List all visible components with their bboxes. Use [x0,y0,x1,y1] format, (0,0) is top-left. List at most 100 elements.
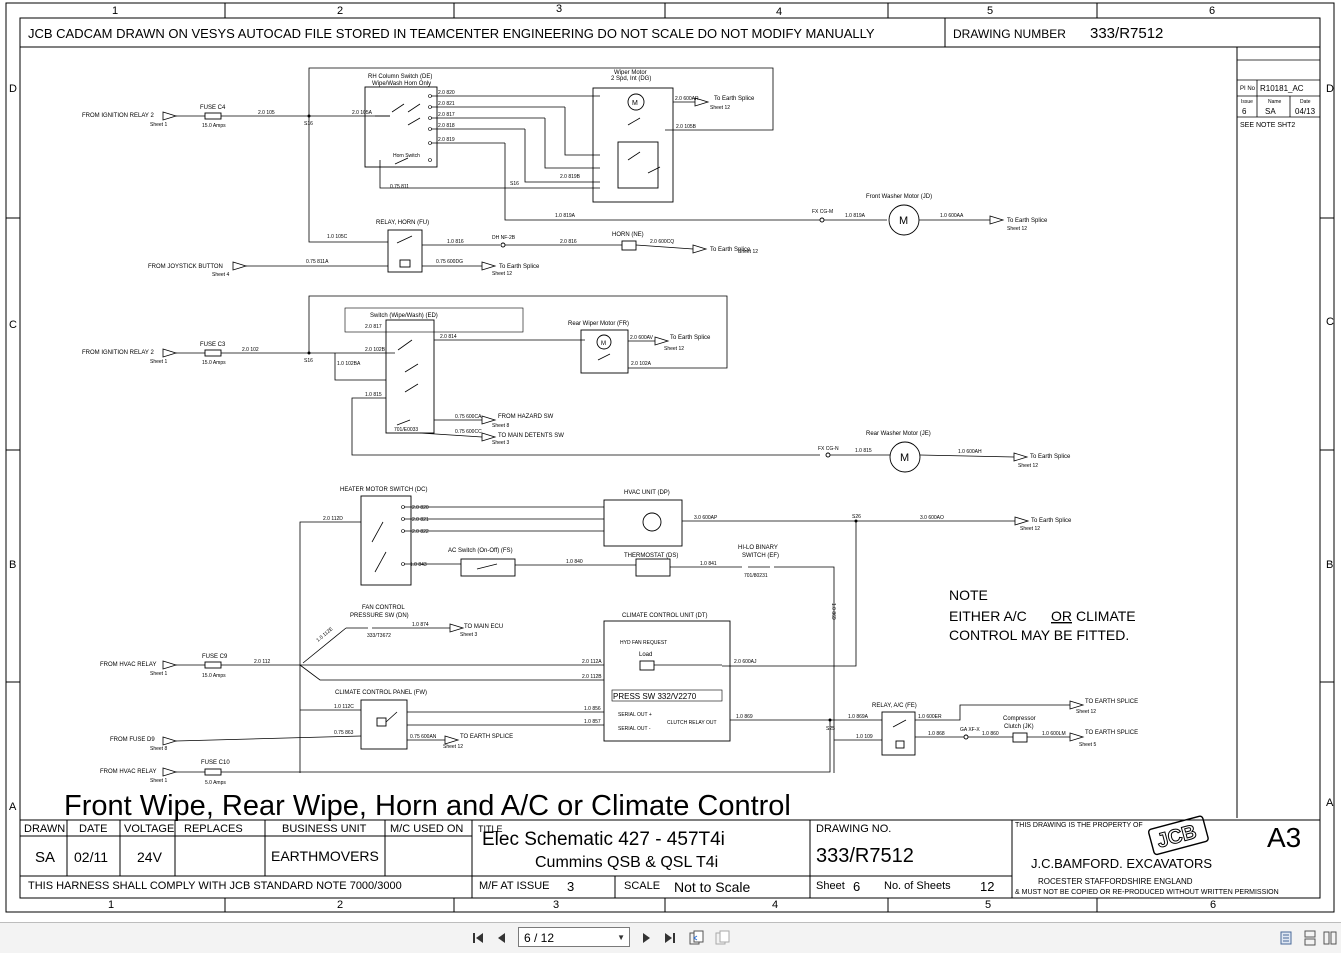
fan-control-label-2: PRESSURE SW (DN) [350,613,409,619]
w-1-0-815b-label: 1.0 815 [855,448,872,454]
w-2-0-102-label: 2.0 102 [242,347,259,353]
diagram-title: Front Wipe, Rear Wipe, Horn and A/C or C… [64,790,791,822]
w-2-0-105b-label: 2.0 105B [676,124,697,130]
sheet12-4-label: Sheet 12 [492,271,512,277]
part-701-e0033: 701/E0033 [394,427,418,433]
date-value: 04/13 [1295,107,1316,116]
col-label-top-6: 6 [1209,5,1215,17]
to-earth-splice-4: To Earth Splice [499,264,540,270]
note-line2: CONTROL MAY BE FITTED. [949,627,1129,643]
s-b-label: S16 [510,181,519,187]
s-d-label: S26 [852,514,861,520]
fuse-c10-icon [204,768,222,776]
copy-notice-label: & MUST NOT BE COPIED OR RE-PRODUCED WITH… [1015,889,1279,896]
w-1-0-868-label: 1.0 868 [928,731,945,737]
note-line1-a: EITHER A/C [949,608,1027,624]
w-2-0-600aj-label: 2.0 600AJ [734,659,757,665]
go-forward-view-button[interactable] [712,928,732,948]
sheet12-7-label: Sheet 12 [1020,526,1040,532]
fuse-c9-label: FUSE C9 [202,654,228,660]
wiper-motor-label-1: Wiper Motor [614,70,647,76]
from-hvac-relay-a: FROM HVAC RELAY [100,662,156,668]
w-0-75-600dg-label: 0.75 600DG [436,259,463,265]
w-1-0-869a-label: 1.0 869A [848,714,869,720]
from-hvac-relay-b: FROM HVAC RELAY [100,769,156,775]
row-label-right-a: A [1326,797,1334,809]
facing-view-button[interactable] [1322,928,1338,948]
wiper-motor-label-2: 2 Spd, Int (DG) [611,76,651,82]
w-2-0-102b-label: 2.0 102B [365,347,386,353]
w-2-0-102a-label: 2.0 102A [631,361,652,367]
relay-horn-label: RELAY, HORN (FU) [376,220,429,226]
sheet3b-label: Sheet 3 [460,632,477,638]
w-2-0-112a-label: 2.0 112A [582,659,602,665]
first-page-button[interactable] [468,928,488,948]
row-label-right-b: B [1326,559,1333,571]
fx-cg-n-label: FX CG-N [818,446,839,452]
relay-ac-label: RELAY, A/C (FE) [872,703,917,709]
rear-wiper-motor-label: Rear Wiper Motor (FR) [568,321,629,327]
sheet8b-label: Sheet 8 [150,746,167,752]
w-2-0-820b-label: 2.0 820 [412,505,429,511]
w-2-0-816-label: 2.0 816 [560,239,577,245]
fuse-c10-label: FUSE C10 [201,760,230,766]
part-701b-label: 701/80231 [744,573,768,579]
ac-switch-box [460,558,516,577]
w-1-0-600l-label: 1.0 600LM [1042,731,1066,737]
from-fuse-d9: FROM FUSE D9 [110,737,155,743]
to-earth-splice-6: To Earth Splice [1030,454,1071,460]
climate-control-panel-label: CLIMATE CONTROL PANEL (FW) [335,690,427,696]
col-label-top-4: 4 [776,6,782,18]
to-earth-splice-3: To Earth Splice [710,247,751,253]
scale-value-label: Not to Scale [674,879,750,895]
single-page-view-button[interactable] [1276,928,1296,948]
symbol-letter: M [899,215,908,227]
fuse-c3-amps: 15.0 Amps [202,360,226,366]
note-line1-or: OR [1051,608,1072,624]
serial-out-p-label: SERIAL OUT + [618,712,652,718]
date-label-label: DATE [79,823,108,835]
mf-value-label: 3 [567,879,574,894]
previous-page-icon [498,933,505,943]
hvac-unit-label: HVAC UNIT (DP) [624,490,670,496]
go-back-view-button[interactable] [686,928,706,948]
w-2-0-112d-label: 2.0 112D [323,516,343,522]
s-e-label: S25 [826,726,835,732]
logo-label: JCB [1155,821,1199,853]
w-1-0-112e-label: 1.0 112E [315,626,334,644]
w-0-75-863-label: 0.75 863 [334,730,354,736]
issue-label: Issue [1241,99,1253,105]
sheet8-label: Sheet 8 [492,423,509,429]
dh-nf-label: DH NF-2B [492,235,516,241]
wiper-motor-box [592,87,674,203]
wipe-wash-switch-box [385,319,435,434]
w-1-0-869b-label: 1.0 869 [736,714,753,720]
w-2-0-817b-label: 2.0 817 [365,324,382,330]
schematic-sheet: 1 2 3 4 5 6 1 2 3 4 5 6 D C B A D C B A … [5,2,1335,913]
next-page-button[interactable] [636,928,656,948]
col-label-top-5: 5 [987,5,993,17]
w-1-0-857-label: 1.0 857 [584,719,601,725]
sheet4-label: Sheet 4 [212,272,229,278]
title-label-label: TITLE [478,824,503,834]
sheet12-9-label: Sheet 12 [1076,709,1096,715]
fuse-c9-icon [204,661,222,669]
page-number-input[interactable]: 6 / 12 ▼ [518,927,630,947]
last-page-button[interactable] [660,928,680,948]
previous-page-button[interactable] [492,928,512,948]
voltage-label-label: VOLTAGE [124,823,174,835]
w-1-0-600aa-label: 1.0 600AA [940,213,964,219]
ac-switch-label: AC Switch (On-Off) (FS) [448,548,513,554]
w-1-0-815-label: 1.0 815 [365,392,382,398]
w-0-75-600an-label: 0.75 600AN [410,734,437,740]
sheet-label-label: Sheet [816,880,845,892]
w-2-0-818-label: 2.0 818 [438,123,455,129]
drawing-no-value: 333/R7512 [816,845,914,867]
drawn-label-label: DRAWN [24,823,65,835]
pi-no-value: R10181_AC [1260,84,1304,93]
rear-washer-motor-label: Rear Washer Motor (JE) [866,431,931,437]
name-label: Name [1268,99,1282,105]
col-label-bot-2: 2 [337,899,343,911]
continuous-view-button[interactable] [1300,928,1320,948]
from-ignition-relay-2-b: FROM IGNITION RELAY 2 [82,350,154,356]
